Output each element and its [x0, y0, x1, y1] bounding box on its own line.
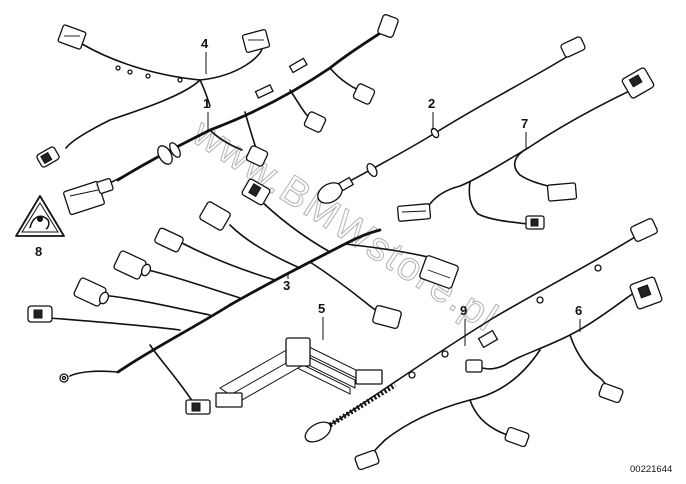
part-9-connector-top	[630, 218, 658, 242]
part-4-connector-small	[36, 146, 60, 168]
part-2-connector-top	[560, 36, 586, 58]
part-6-connector-a	[598, 382, 624, 404]
part-7-connector-right	[546, 182, 578, 202]
callout-9: 9	[460, 303, 467, 346]
callout-8: 8	[35, 244, 42, 259]
callout-7: 7	[521, 116, 528, 148]
part-8-warning-label	[15, 195, 65, 237]
callout-label-4: 4	[201, 36, 209, 51]
callout-2: 2	[428, 96, 435, 130]
callout-label-9: 9	[460, 303, 467, 318]
watermark-text: www.BMWstore.pl	[184, 110, 506, 341]
part-9-end-sleeve	[304, 421, 332, 443]
callout-1: 1	[203, 96, 210, 130]
part-1-connector-a	[352, 83, 376, 105]
part-3-connector-b	[199, 201, 231, 231]
part-3-connector-h	[185, 399, 211, 415]
callout-4: 4	[201, 36, 209, 74]
callout-label-3: 3	[283, 278, 290, 293]
part-9-cable	[304, 218, 658, 443]
part-1-harness	[63, 14, 399, 216]
part-6-harness	[354, 276, 663, 471]
part-7-connector-small	[525, 215, 545, 230]
part-2-cable	[317, 36, 586, 204]
part-3-connector-d	[113, 250, 152, 280]
callout-label-1: 1	[203, 96, 210, 111]
part-7-connector-left	[396, 203, 432, 222]
callout-label-6: 6	[575, 303, 582, 318]
part-3-harness	[27, 178, 459, 415]
part-2-connector-bottom	[317, 176, 355, 204]
diagram-id-label: 00221644	[630, 464, 672, 475]
callout-label-5: 5	[318, 301, 325, 316]
part-7-connector-top	[621, 67, 655, 99]
part-3-connector-multi	[419, 255, 459, 289]
part-6-connector-main	[629, 276, 663, 310]
part-6-connector-c	[504, 426, 530, 448]
part-1-connector-large	[63, 178, 114, 216]
callout-label-2: 2	[428, 96, 435, 111]
part-1-connector-c	[245, 145, 269, 167]
part-3-connector-f	[27, 305, 53, 323]
part-5-flat-cable	[215, 337, 383, 408]
part-1-connector-b	[303, 111, 327, 133]
part-3-connector-a	[241, 178, 271, 206]
part-4-harness	[36, 24, 271, 168]
part-3-connector-e	[73, 277, 110, 307]
callout-label-8: 8	[35, 244, 42, 259]
part-3-connector-g	[372, 304, 402, 330]
part-7-harness	[396, 67, 655, 230]
callout-6: 6	[575, 303, 582, 332]
part-3-connector-c	[154, 227, 184, 253]
part-1-connector-top	[377, 14, 399, 38]
part-4-connector-right	[241, 29, 271, 53]
callout-label-7: 7	[521, 116, 528, 131]
part-4-connector-left	[57, 24, 87, 50]
callout-5: 5	[318, 301, 325, 340]
part-6-connector-b	[354, 449, 380, 471]
callout-3: 3	[283, 272, 290, 293]
